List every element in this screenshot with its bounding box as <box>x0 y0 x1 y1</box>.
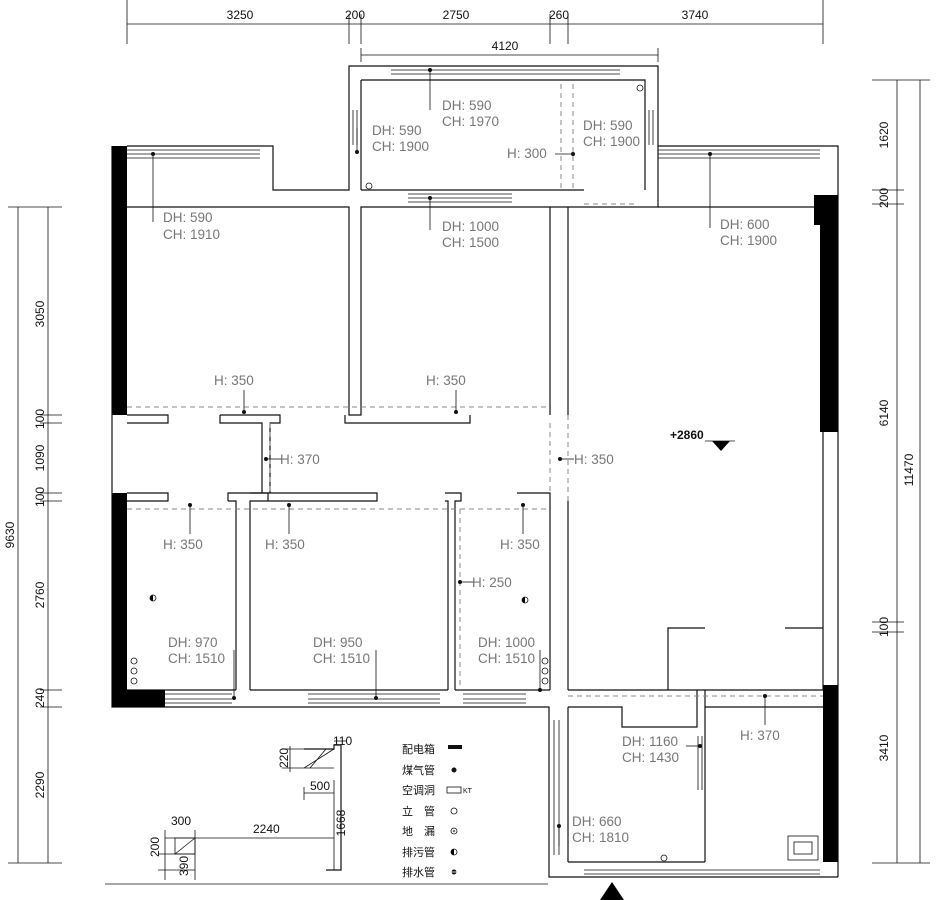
opening-7-dh: DH: 970 <box>168 635 218 650</box>
left-dim-1: 3050 <box>33 300 47 327</box>
detail-dim-110: 110 <box>333 734 352 748</box>
opening-9-dh: DH: 1000 <box>478 635 535 650</box>
opening-11-dh: DH: 660 <box>572 814 622 829</box>
detail-dim-220: 220 <box>277 748 291 768</box>
top-dim-5: 3740 <box>682 8 709 22</box>
height-9: H: 250 <box>472 575 512 590</box>
opening-5-ch: CH: 1500 <box>442 235 499 250</box>
opening-4-ch: CH: 1910 <box>163 227 220 242</box>
legend-label-ac-hole: 空调洞 <box>402 783 435 797</box>
riser-pipe-icon <box>660 854 668 862</box>
detail-dim-200: 200 <box>148 837 162 857</box>
height-labels: H: 300 H: 350 H: 350 H: 370 H: 350 H: 35… <box>163 146 780 743</box>
left-dim-2: 100 <box>33 409 47 429</box>
opening-11-ch: CH: 1810 <box>572 830 629 845</box>
walls <box>111 65 839 878</box>
detail-dim-390: 390 <box>177 856 191 876</box>
opening-8-ch: CH: 1510 <box>313 651 370 666</box>
detail-dim-300: 300 <box>171 814 191 828</box>
top-dim-2: 200 <box>345 8 365 22</box>
top-dim-1: 3250 <box>227 8 254 22</box>
detail-dim-500: 500 <box>310 779 330 793</box>
elevation-label: +2860 <box>670 428 704 442</box>
right-dim-2: 200 <box>877 188 891 208</box>
height-10: H: 370 <box>740 728 780 743</box>
left-dim-5: 2760 <box>33 581 47 608</box>
height-7: H: 350 <box>265 537 305 552</box>
legend-ac-tag: KT <box>463 788 473 795</box>
riser-pipe-icon <box>130 657 138 665</box>
opening-6-dh: DH: 600 <box>720 217 770 232</box>
opening-labels: DH: 590 CH: 1970 DH: 590 CH: 1900 DH: 59… <box>151 68 777 846</box>
left-dim-4: 100 <box>33 487 47 507</box>
sewage-pipe-icon <box>522 597 525 603</box>
appliance-icon <box>787 835 819 861</box>
opening-9-ch: CH: 1510 <box>478 651 535 666</box>
right-dim-total: 11470 <box>902 453 916 486</box>
legend-label-sewage-pipe: 排污管 <box>402 845 435 859</box>
opening-7-ch: CH: 1510 <box>168 651 225 666</box>
height-8: H: 350 <box>500 537 540 552</box>
opening-2-ch: CH: 1900 <box>372 139 429 154</box>
right-dim-4: 100 <box>877 617 891 637</box>
detail-sketch: 220 110 500 1668 300 2240 200 390 <box>148 734 352 880</box>
distribution-box-icon <box>448 745 462 749</box>
right-dim-1: 1620 <box>877 121 891 148</box>
left-dim-total: 9630 <box>3 521 17 548</box>
left-dim-7: 2290 <box>33 771 47 798</box>
floor-drain-icon <box>450 827 458 835</box>
opening-6-ch: CH: 1900 <box>720 233 777 248</box>
top-dimension-chain: 3250 200 2750 260 3740 4120 <box>126 0 824 62</box>
sewage-pipe-icon <box>150 595 153 601</box>
legend-label-floor-drain: 地 漏 <box>402 825 435 838</box>
riser-pipe-icon <box>541 657 549 665</box>
height-2: H: 350 <box>214 373 254 388</box>
left-dimension-chain: 3050 100 1090 100 2760 240 2290 9630 <box>3 206 62 864</box>
height-4: H: 370 <box>280 452 320 467</box>
riser-pipe-icon <box>450 807 458 815</box>
height-6: H: 350 <box>163 537 203 552</box>
riser-pipe-icon <box>365 182 373 190</box>
opening-3-dh: DH: 590 <box>583 118 633 133</box>
opening-10-dh: DH: 1160 <box>622 734 678 749</box>
height-1: H: 300 <box>507 146 547 161</box>
dashed-openings <box>127 84 823 697</box>
top-dim-3: 2750 <box>443 8 470 22</box>
elevation-marker: +2860 <box>670 428 735 451</box>
left-dim-6: 240 <box>33 688 47 708</box>
legend-label-gas-pipe: 煤气管 <box>402 763 435 777</box>
opening-2-dh: DH: 590 <box>372 123 422 138</box>
riser-pipe-icon <box>636 84 644 92</box>
left-dim-3: 1090 <box>33 444 47 471</box>
opening-5-dh: DH: 1000 <box>442 219 499 234</box>
detail-dim-2240: 2240 <box>253 822 280 836</box>
top-dim-second: 4120 <box>492 39 519 53</box>
legend-label-riser-pipe: 立 管 <box>402 804 435 818</box>
opening-10-ch: CH: 1430 <box>622 750 679 765</box>
height-5: H: 350 <box>574 452 614 467</box>
opening-4-dh: DH: 590 <box>163 210 213 225</box>
legend-label-drain-pipe: 排水管 <box>402 865 435 879</box>
opening-3-ch: CH: 1900 <box>583 134 640 149</box>
right-dim-5: 3410 <box>877 734 891 761</box>
top-dim-4: 260 <box>549 8 569 22</box>
opening-1-dh: DH: 590 <box>442 98 492 113</box>
sewage-pipe-icon <box>451 849 454 855</box>
solid-walls <box>112 146 838 862</box>
opening-8-dh: DH: 950 <box>313 635 363 650</box>
fixtures <box>130 84 819 862</box>
entrance-arrow-icon <box>600 882 624 900</box>
right-dimension-chain: 1620 200 6140 100 3410 11470 <box>872 79 930 864</box>
opening-1-ch: CH: 1970 <box>442 114 499 129</box>
gas-pipe-icon <box>451 767 457 773</box>
legend: 配电箱 煤气管 空调洞 KT 立 管 地 漏 排污管 排水管 <box>402 742 473 879</box>
height-3: H: 350 <box>426 373 466 388</box>
legend-label-distribution-box: 配电箱 <box>402 742 435 756</box>
detail-dim-1668: 1668 <box>334 809 348 836</box>
right-dim-3: 6140 <box>877 399 891 426</box>
window-sills <box>127 69 820 875</box>
ac-hole-icon <box>446 786 462 794</box>
